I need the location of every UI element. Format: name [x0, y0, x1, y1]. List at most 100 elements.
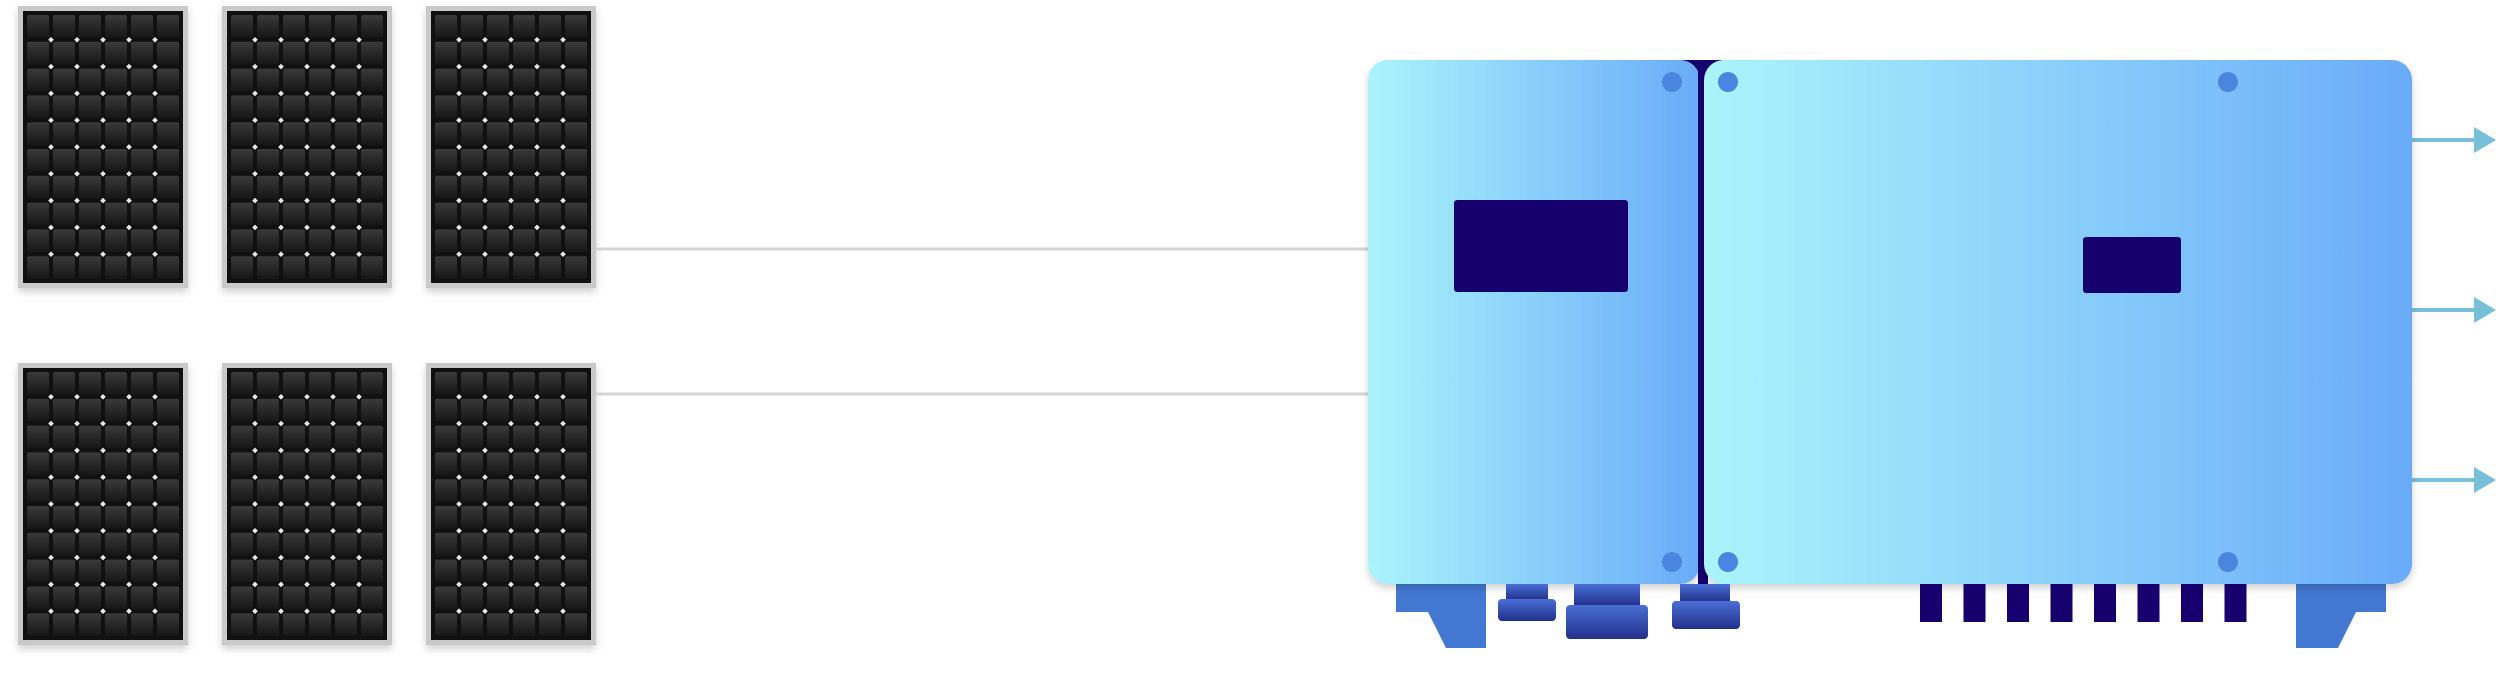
panel-cell [157, 559, 179, 583]
panel-cell [435, 68, 457, 92]
panel-cell [309, 425, 331, 449]
panel-cell [53, 68, 75, 92]
panel-cell [361, 506, 383, 529]
panel-cell [309, 149, 331, 172]
panel-cell [565, 149, 587, 172]
panel-cell [487, 122, 509, 145]
panel-cell [309, 256, 331, 279]
panel-cell [565, 122, 587, 145]
connector-port [2094, 584, 2116, 622]
panel-cell [309, 372, 331, 395]
panel-cell [513, 586, 535, 610]
panel-cell [27, 479, 49, 502]
panel-cell [283, 452, 305, 476]
panel-cell [513, 68, 535, 92]
panel-cell [257, 149, 279, 172]
panel-cell [105, 229, 127, 253]
panel-cell [53, 479, 75, 502]
panel-cell [361, 68, 383, 92]
panel-cell [105, 398, 127, 422]
panel-cell [53, 175, 75, 199]
inverter-right-compartment [1704, 60, 2412, 584]
panel-cell [309, 479, 331, 502]
panel-cell [309, 95, 331, 119]
panel-cell [309, 532, 331, 556]
panel-cell [27, 229, 49, 253]
panel-cell [487, 613, 509, 636]
arrow-right-icon [2412, 297, 2496, 323]
panel-cell [105, 506, 127, 529]
panel-cell [435, 372, 457, 395]
panel-cell [231, 479, 253, 502]
panel-cell [231, 372, 253, 395]
panel-cell [105, 425, 127, 449]
panel-cell [539, 122, 561, 145]
panel-cell [131, 559, 153, 583]
panel-cell [231, 15, 253, 38]
panel-cell [361, 532, 383, 556]
panel-cell [361, 586, 383, 610]
panel-cell [53, 41, 75, 65]
connector-port [2137, 584, 2160, 622]
panel-row2-col2 [222, 363, 392, 645]
panel-cell [257, 559, 279, 583]
panel-cell [105, 202, 127, 226]
panel-cell [513, 532, 535, 556]
panel-cell [461, 506, 483, 529]
panel-cell [513, 149, 535, 172]
panel-cell [283, 68, 305, 92]
panel-cell [131, 175, 153, 199]
panel-cell [435, 15, 457, 38]
screw-icon [2218, 552, 2238, 572]
panel-cell [283, 202, 305, 226]
panel-cell [157, 149, 179, 172]
panel-cell [461, 586, 483, 610]
panel-cell [79, 229, 101, 253]
panel-cell [53, 452, 75, 476]
panel-cell [283, 506, 305, 529]
panel-cell [461, 398, 483, 422]
panel-cell [283, 95, 305, 119]
panel-cell [157, 452, 179, 476]
panel-cell [539, 613, 561, 636]
panel-cell [79, 479, 101, 502]
panel-cell [461, 452, 483, 476]
panel-cell [309, 613, 331, 636]
panel-cell [231, 398, 253, 422]
panel-cell [79, 425, 101, 449]
panel-cell [79, 175, 101, 199]
panel-row2-col3 [426, 363, 596, 645]
panel-cell [257, 452, 279, 476]
bottom-connectors [1920, 584, 2247, 622]
panel-cell [565, 175, 587, 199]
panel-cell [283, 372, 305, 395]
panel-cell [53, 506, 75, 529]
panel-cell [131, 479, 153, 502]
panel-cell [53, 122, 75, 145]
panel-row1-col2 [222, 6, 392, 288]
panel-cell [53, 559, 75, 583]
solar-panel-array [18, 6, 596, 645]
panel-cell [309, 586, 331, 610]
panel-cell [53, 202, 75, 226]
panel-cell [487, 479, 509, 502]
panel-cell [231, 175, 253, 199]
panel-cell [131, 229, 153, 253]
panel-cell [27, 175, 49, 199]
panel-cell [27, 452, 49, 476]
panel-cell [435, 229, 457, 253]
panel-cell [309, 68, 331, 92]
panel-cell [461, 613, 483, 636]
panel-cell [513, 256, 535, 279]
panel-cell [53, 398, 75, 422]
inverter-left-foot [1396, 582, 1486, 648]
string-wires [596, 247, 1370, 396]
panel-cell [257, 175, 279, 199]
panel-cell [257, 586, 279, 610]
panel-cell [487, 68, 509, 92]
panel-cell [157, 398, 179, 422]
panel-cell [257, 95, 279, 119]
panel-cell [539, 586, 561, 610]
panel-cell [157, 479, 179, 502]
panel-cell [539, 506, 561, 529]
